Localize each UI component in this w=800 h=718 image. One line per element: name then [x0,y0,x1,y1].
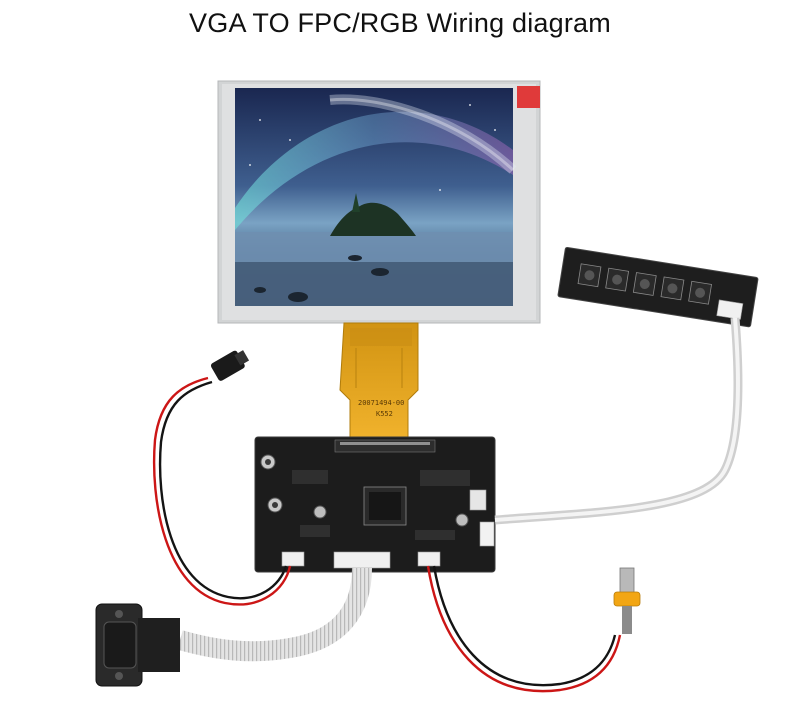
fpc-flex-cable: 20071494-00 K552 [339,322,419,439]
power-red-wire [152,376,292,606]
lcd-panel [217,80,541,324]
lcd-screen-image [235,88,517,306]
power-plug [210,350,250,381]
fpc-part-number: 20071494-00 [358,399,404,407]
power-black-wire [158,380,288,600]
av-connector [417,551,441,567]
protective-film-tab [517,86,540,108]
fpc-connector [334,439,436,453]
driver-board [254,436,496,573]
av-black-wire [432,565,617,687]
power-connector [281,551,305,567]
vga-connector-socket [333,551,391,569]
diagram-title: VGA TO FPC/RGB Wiring diagram [189,8,611,38]
fpc-code: K552 [376,410,393,418]
keypad-board [557,246,759,328]
vga-ribbon-cable [177,567,372,662]
keypad-connector [479,521,495,547]
vga-db15-connector [95,603,180,687]
rca-av-connector [613,567,641,634]
av-red-wire [426,565,622,693]
